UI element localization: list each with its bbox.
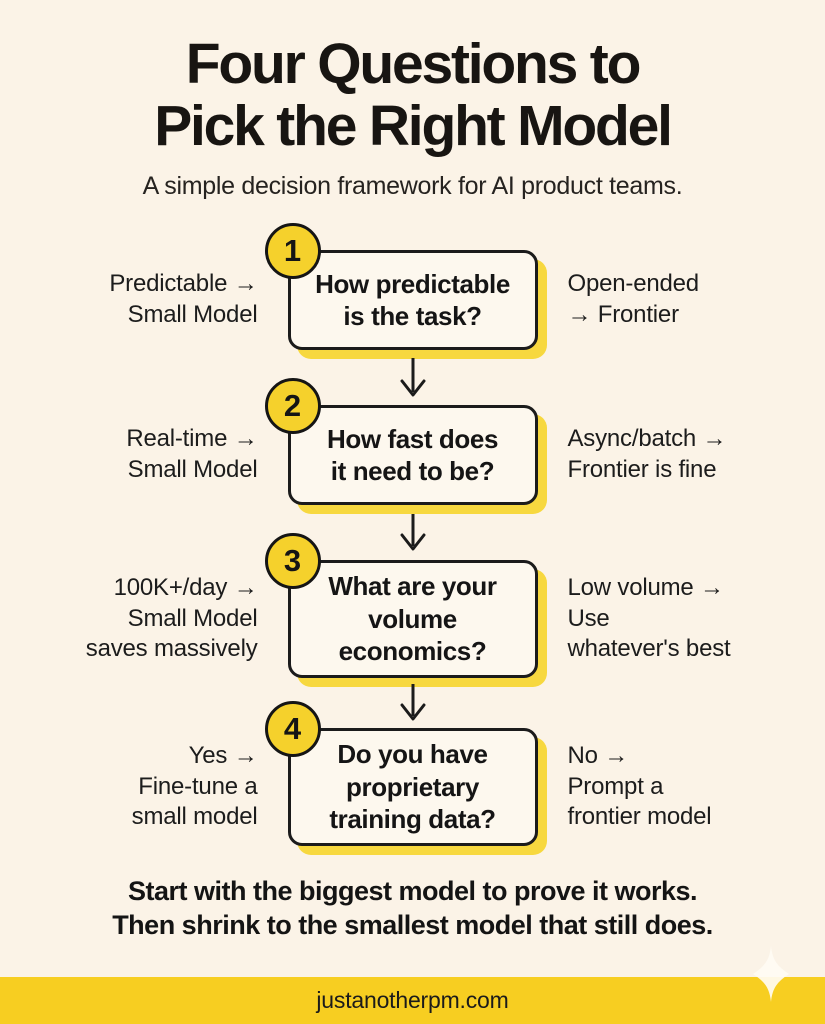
page-subtitle: A simple decision framework for AI produ…: [142, 172, 683, 200]
right-outcome-label: Low volume → Use whatever's best: [567, 573, 731, 663]
right-outcome-label: Async/batch → Frontier is fine: [567, 425, 727, 483]
right-outcome-label: No → Prompt a frontier model: [567, 741, 712, 831]
question-text: How fast does it need to be?: [326, 423, 499, 487]
page-title-line1: Four Questions to: [185, 32, 642, 96]
footer-advice-line2: Then shrink to the smallest model that s…: [112, 910, 713, 941]
page-title-line2: Pick the Right Model: [154, 93, 673, 158]
step-number-badge: 2: [264, 378, 321, 434]
question-text: How predictable is the task?: [315, 268, 510, 332]
left-outcome-label: 100K+/day → Small Model saves massively: [85, 573, 258, 663]
question-row-4: Yes → Fine-tune a small model 4 Do you h…: [0, 701, 825, 846]
question-box: 3 What are your volume economics?: [264, 533, 538, 678]
page-title: Four Questions to Pick the Right Model: [0, 32, 825, 158]
footer-advice: Start with the biggest model to prove it…: [0, 874, 825, 943]
left-outcome-label: Yes → Fine-tune a small model: [131, 741, 258, 831]
step-number-badge: 1: [264, 223, 321, 279]
bottom-bar: justanotherpm.com: [0, 977, 825, 1024]
question-text: What are your volume economics?: [328, 571, 497, 667]
down-arrow-icon: [400, 514, 425, 551]
question-box: 1 How predictable is the task?: [264, 223, 538, 350]
left-outcome-label: Predictable → Small Model: [109, 270, 258, 328]
step-number-badge: 4: [264, 701, 321, 757]
question-row-1: Predictable → Small Model 1 How predicta…: [0, 223, 825, 350]
step-number-badge: 3: [264, 533, 321, 589]
left-outcome-label: Real-time → Small Model: [126, 425, 258, 483]
question-box: 2 How fast does it need to be?: [264, 378, 538, 505]
footer-advice-line1: Start with the biggest model to prove it…: [127, 876, 698, 906]
question-row-3: 100K+/day → Small Model saves massively …: [0, 533, 825, 678]
question-row-2: Real-time → Small Model 2 How fast does …: [0, 378, 825, 505]
question-box: 4 Do you have proprietary training data?: [264, 701, 538, 846]
question-text: Do you have proprietary training data?: [329, 739, 496, 835]
down-arrow-icon: [400, 684, 425, 721]
sparkle-icon: [753, 946, 789, 1002]
right-outcome-label: Open-ended → Frontier: [567, 270, 700, 328]
site-url: justanotherpm.com: [316, 987, 509, 1013]
down-arrow-icon: [400, 358, 425, 397]
